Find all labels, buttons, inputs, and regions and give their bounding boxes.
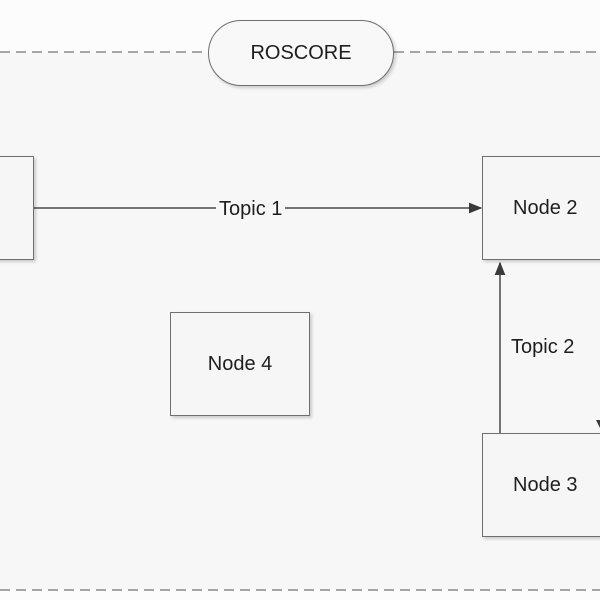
topic-2-label: Topic 2	[511, 336, 575, 358]
node-3-box: Node 3	[482, 433, 600, 537]
node-2-label: Node 2	[513, 196, 578, 219]
node-4-box: Node 4	[170, 312, 310, 416]
node-3-label: Node 3	[513, 473, 578, 496]
node-1-box	[0, 156, 34, 260]
roscore-label: ROSCORE	[208, 20, 394, 86]
offscreen-arrow-head	[596, 420, 600, 428]
roscore-text: ROSCORE	[250, 41, 352, 64]
topic-1-label: Topic 1	[216, 198, 286, 220]
node-4-label: Node 4	[207, 352, 273, 375]
node-2-box: Node 2	[482, 156, 600, 260]
bottom-band	[0, 590, 600, 600]
